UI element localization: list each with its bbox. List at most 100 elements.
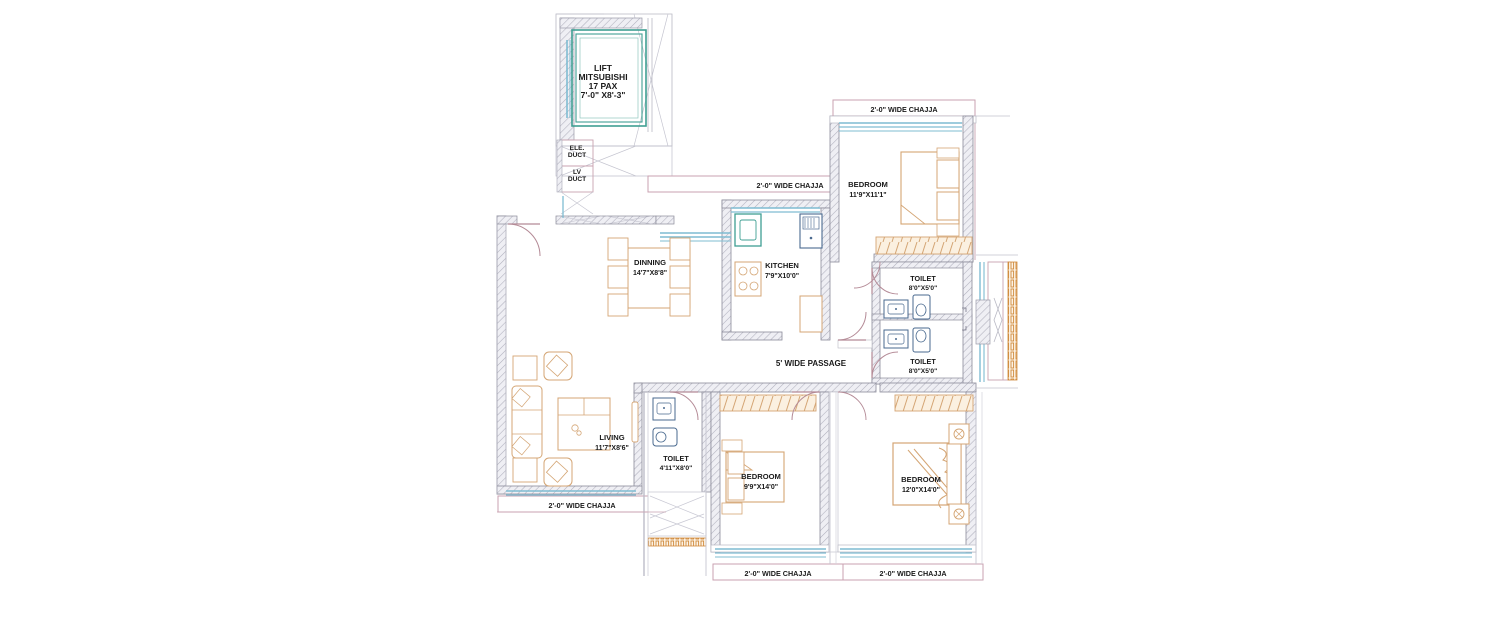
water-closet-toilet3 (652, 427, 678, 447)
wall-toilet3-right (701, 391, 712, 493)
dining-chair-4 (669, 237, 691, 261)
toilet3-label-name: TOILET (663, 454, 689, 463)
pillow-bedroom1-a (936, 159, 960, 189)
toilet2-label-dim: 8'0"X5'0" (909, 368, 937, 375)
hob-burner-2 (749, 266, 759, 276)
table-decor-b (576, 430, 582, 436)
wardrobe-bedroom2 (719, 394, 817, 412)
doors (507, 223, 899, 421)
side-table-living-b (512, 457, 538, 483)
lift-label-line4: 7'-0" X8'-3" (581, 90, 626, 100)
living-label-name: LIVING (599, 433, 624, 442)
sofa-cushion-b (511, 436, 531, 456)
toilet1-label-name: TOILET (910, 274, 936, 283)
chajja-top-right-label: 2'-0" WIDE CHAJJA (870, 105, 937, 114)
bed-quilt-fold-bedroom1 (900, 204, 927, 225)
fridge-handle (809, 236, 813, 240)
duct-arrow-a (962, 307, 967, 312)
construction-lines (496, 100, 1018, 581)
hob-burner-1 (738, 266, 748, 276)
gas-hob (734, 261, 762, 297)
duct-wall-right (975, 299, 991, 345)
kitchen-fixtures: KITCHEN 7'9"X10'0" (734, 213, 823, 333)
ele-duct-label-line2: DUCT (568, 152, 586, 159)
chajja-bottom-right-label: 2'-0" WIDE CHAJJA (879, 569, 946, 578)
water-closet-toilet1 (912, 294, 931, 320)
sofa-cushion-a (511, 388, 531, 408)
hob-burner-3 (738, 281, 748, 291)
kitchen-label-dim: 7'9"X10'0" (765, 273, 799, 280)
wall-top-left-stub (496, 215, 518, 225)
lift-label-line2: MITSUBISHI (578, 72, 627, 82)
lift-label-line3: 17 PAX (589, 81, 618, 91)
nightstand-bedroom2-a (721, 439, 743, 452)
bedroom2-label-dim: 9'9"X14'0" (744, 484, 778, 491)
duct-louvre-lines (993, 297, 1003, 343)
kitchen-counter-unit (799, 295, 823, 333)
bedroom1-label-name: BEDROOM (848, 180, 888, 189)
wall-toilets-left (871, 261, 881, 385)
armchair-cushion-a (545, 354, 569, 377)
wall-passage-bottom-right (879, 382, 977, 393)
toilet1-label-dim: 8'0"X5'0" (909, 285, 937, 292)
lv-duct-label-line2: DUCT (568, 176, 586, 183)
toilet3-fixtures: TOILET 4'11"X8'0" (631, 397, 693, 472)
door-swing-bedroom3 (837, 391, 867, 421)
lift-cab-floor (579, 37, 639, 119)
toilet2-label-name: TOILET (910, 357, 936, 366)
chajja-bottom-left-label: 2'-0" WIDE CHAJJA (548, 501, 615, 510)
wall-bedroom2-left (710, 391, 721, 553)
kitchen-label-name: KITCHEN (765, 261, 799, 270)
nightstand-bedroom2-b (721, 502, 743, 515)
wall-kitchen-right (820, 207, 831, 341)
armchair-cushion-b (545, 460, 569, 483)
wall-living-bottom (496, 485, 643, 495)
nightstand-bedroom1-b (936, 223, 960, 237)
wall-passage-bottom (639, 382, 877, 393)
ac-grille-right (1007, 261, 1018, 381)
living-furniture: LIVING 11'7"X8'6" (511, 351, 629, 487)
refrigerator (799, 213, 823, 249)
lift-core-block: LIFT MITSUBISHI 17 PAX 7'-0" X8'-3" (555, 13, 673, 177)
bedroom1-label-dim: 11'9"X11'1" (849, 192, 886, 199)
headboard-bedroom3 (946, 443, 962, 505)
lift-shaft-wall-top (559, 17, 643, 29)
washbasin-bowl-toilet2 (887, 333, 905, 345)
wall-bedroom1-top (829, 115, 977, 124)
bedroom3-label-dim: 12'0"X14'0" (902, 487, 940, 494)
nightstand-bedroom1-a (936, 147, 960, 159)
dining-chair-3 (607, 293, 629, 317)
dinning-label-dim: 14'7"X8'8" (633, 270, 667, 277)
wall-bedroom1-left (829, 115, 840, 263)
wall-exterior-left (496, 215, 507, 495)
lift-cab-inner (575, 33, 643, 123)
wall-toilets-right (962, 261, 973, 385)
wardrobe-bedroom1 (875, 236, 973, 255)
pillow-bedroom1-b (936, 191, 960, 221)
ele-duct-label-line1: ELE. (570, 145, 585, 152)
water-closet-toilet2 (912, 327, 931, 353)
hob-burner-4 (749, 281, 759, 291)
toilet-fixtures-right: TOILET 8'0"X5'0" TOILET 8'0"X5'0" (883, 274, 937, 375)
bedroom1-furniture: BEDROOM 11'9"X11'1" (848, 147, 960, 237)
chajja-kitchen-label: 2'-0" WIDE CHAJJA (756, 181, 823, 190)
fridge-freezer (802, 216, 820, 230)
wc-bowl-toilet3 (655, 431, 667, 443)
wall-bedroom1-bottom (873, 253, 974, 263)
bedroom3-furniture: BEDROOM 12'0"X14'0" (892, 423, 970, 525)
toilet3-label-dim: 4'11"X8'0" (660, 465, 693, 472)
dining-chair-2 (607, 265, 629, 289)
table-decor-a (571, 424, 579, 432)
duct-arrow-b (962, 326, 967, 331)
bedroom3-label-name: BEDROOM (901, 475, 941, 484)
right-service-duct (962, 261, 1018, 381)
wall-top-lobby (555, 215, 657, 225)
washbasin-bowl-toilet1 (887, 303, 905, 315)
wall-kitchen-top (721, 199, 831, 209)
wall-bedroom2-right (819, 391, 830, 553)
toilet3-door-leaf (631, 401, 639, 443)
dining-chair-6 (669, 293, 691, 317)
